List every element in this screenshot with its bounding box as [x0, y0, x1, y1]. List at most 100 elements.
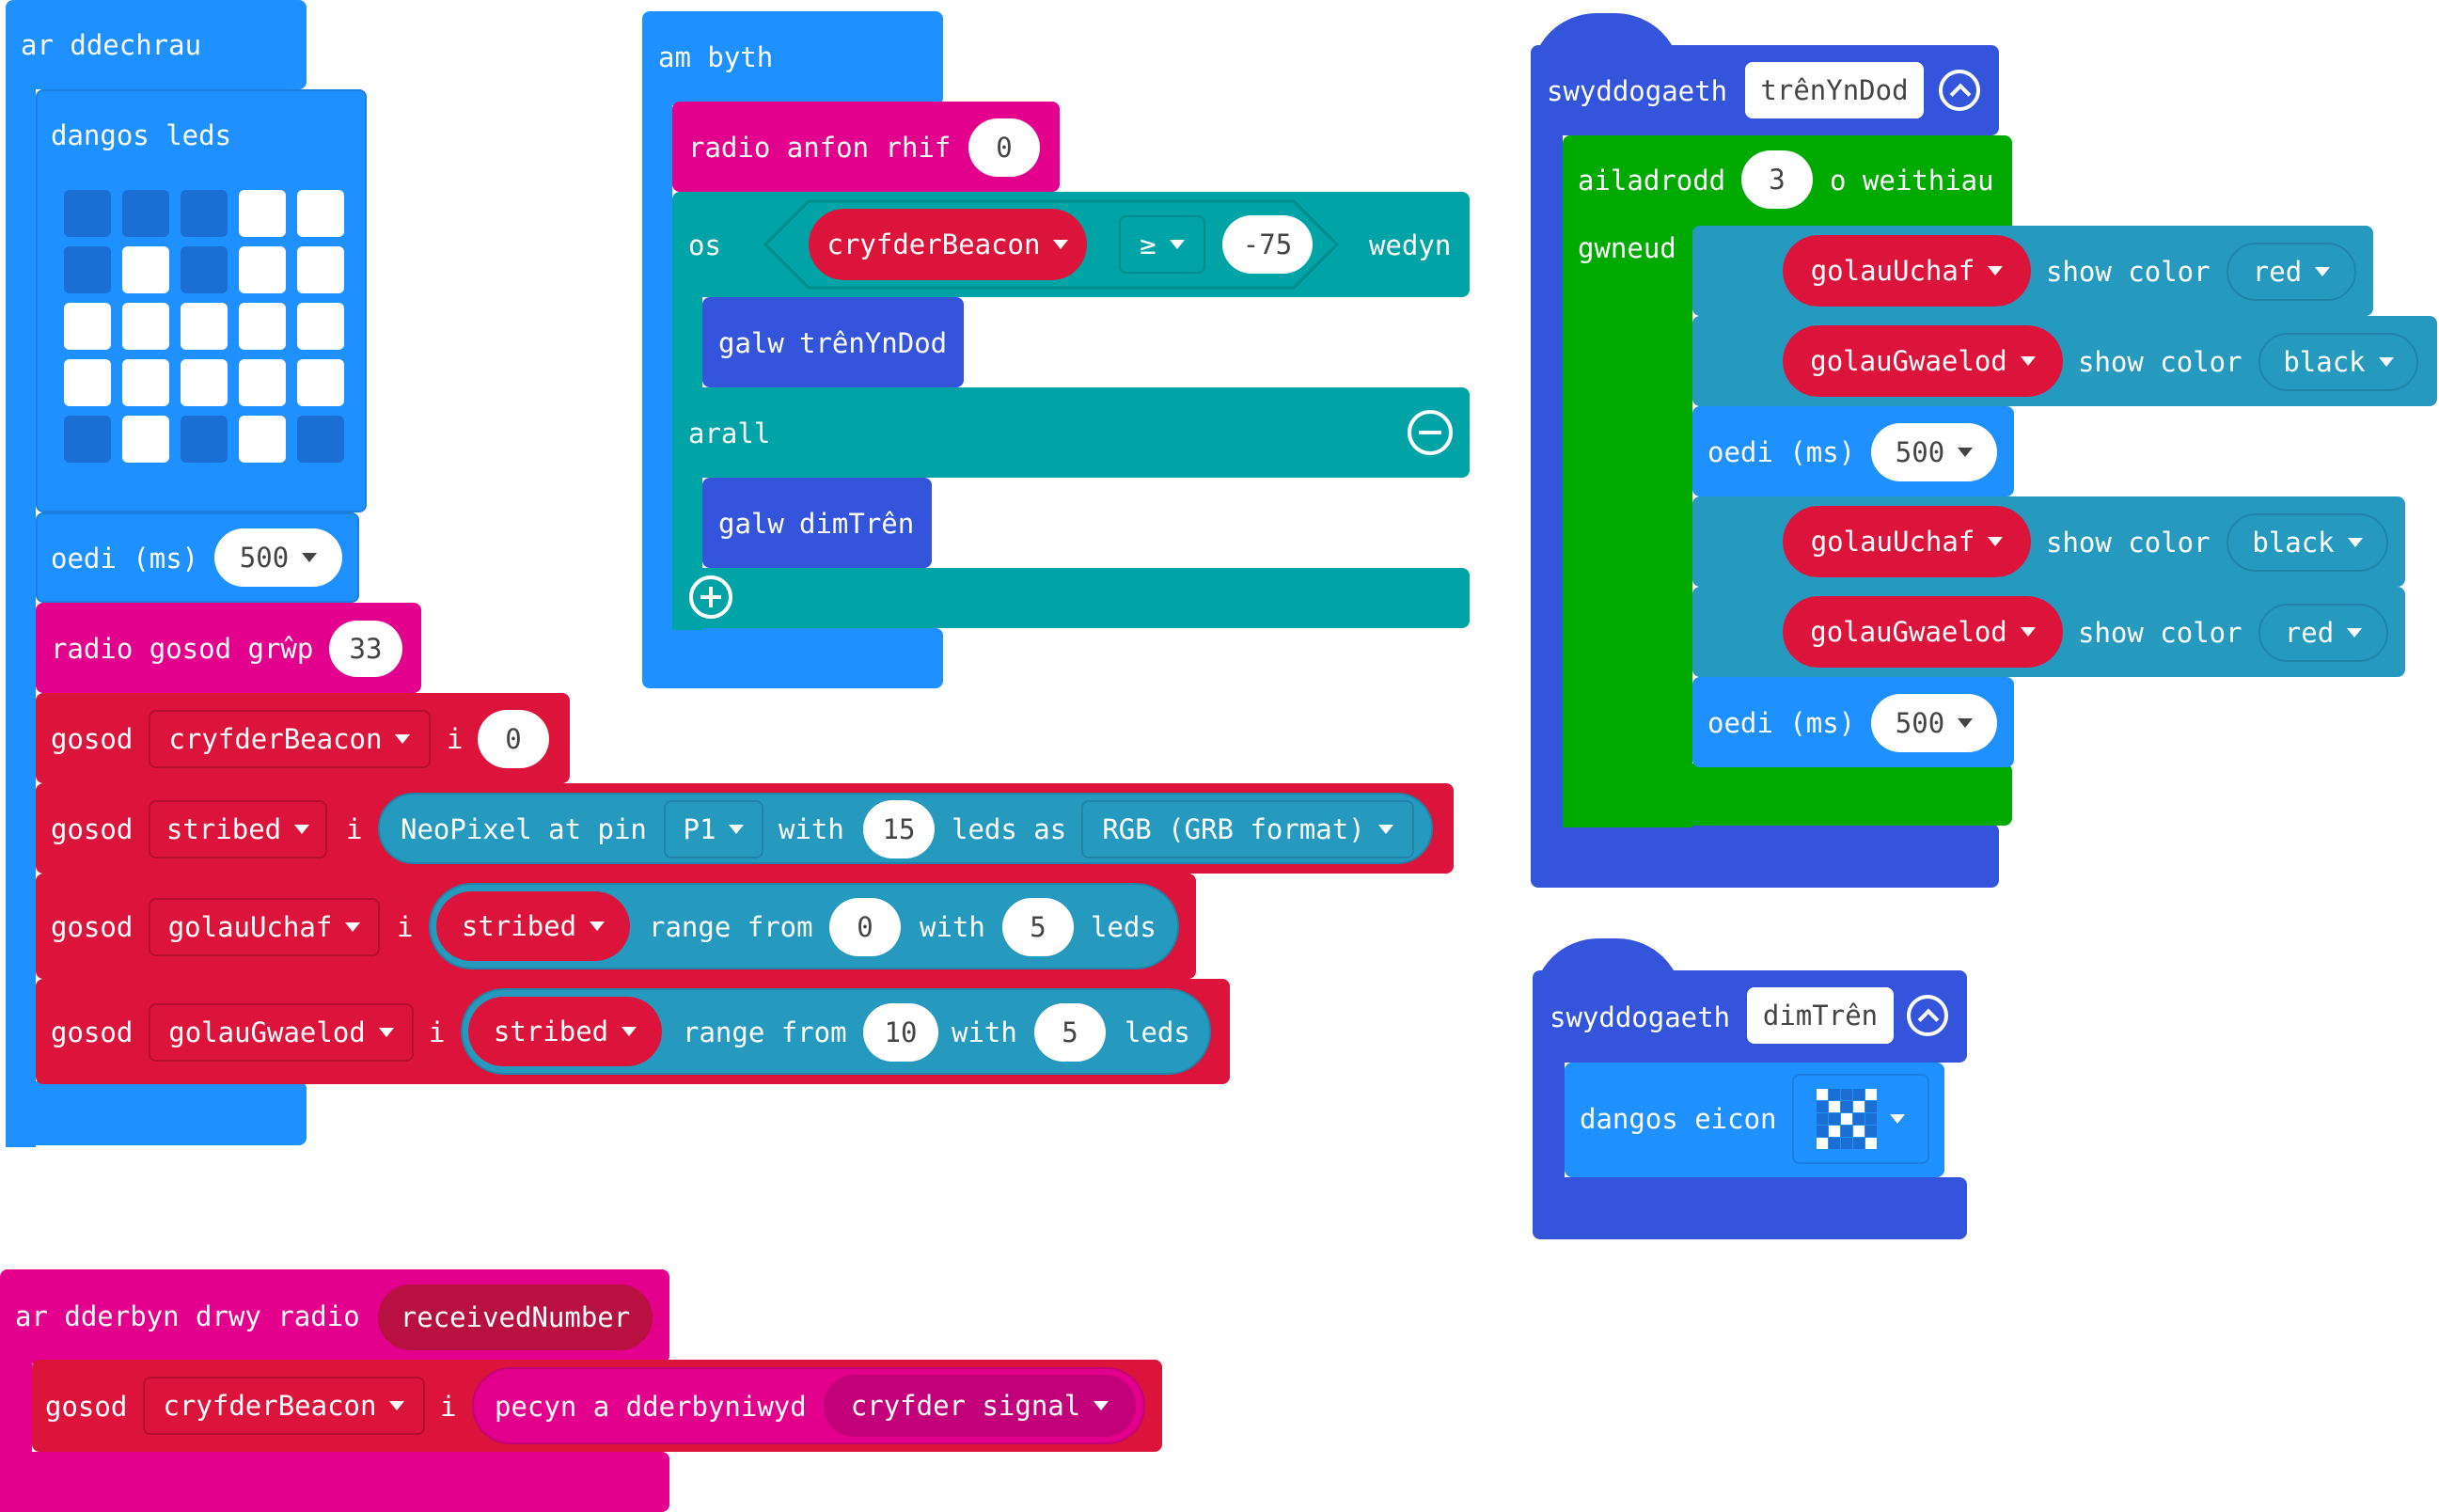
function-label: swyddogaeth: [1547, 75, 1728, 107]
show-icon-block[interactable]: [1565, 1063, 1944, 1177]
led-cell[interactable]: [64, 246, 111, 293]
led-cell[interactable]: [239, 359, 286, 406]
function-name-input[interactable]: trênYnDod: [1745, 62, 1924, 118]
led-cell[interactable]: [239, 246, 286, 293]
strip-variable-dropdown[interactable]: golauGwaelod: [1783, 325, 2063, 397]
received-number-param[interactable]: receivedNumber: [378, 1284, 653, 1350]
on-start-hat[interactable]: [6, 0, 307, 89]
variable-dropdown[interactable]: golauGwaelod: [149, 1003, 414, 1062]
variable-dropdown[interactable]: stribed: [149, 800, 327, 858]
chevron-down-icon: [2347, 628, 2363, 638]
neopixel-label: NeoPixel at pin: [401, 813, 647, 845]
pause-dropdown[interactable]: 500: [214, 528, 342, 587]
packet-field-dropdown[interactable]: cryfder signal: [824, 1375, 1136, 1437]
range-count-input[interactable]: 5: [1002, 898, 1074, 956]
on-start-footer: [6, 1081, 307, 1145]
led-cell[interactable]: [239, 303, 286, 350]
led-cell[interactable]: [297, 359, 344, 406]
variable-dropdown[interactable]: cryfderBeacon: [143, 1377, 425, 1435]
minus-icon[interactable]: [1408, 410, 1453, 455]
forever-label: am byth: [658, 41, 774, 73]
led-cell[interactable]: [122, 246, 169, 293]
forever-hat[interactable]: [642, 11, 943, 105]
format-dropdown[interactable]: RGB (GRB format): [1081, 800, 1414, 858]
led-cell[interactable]: [181, 416, 228, 463]
strip-name: golauGwaelod: [1810, 345, 2007, 377]
function-footer: [1531, 824, 1999, 888]
strip-variable-dropdown[interactable]: golauUchaf: [1783, 235, 2031, 307]
led-cell[interactable]: [181, 246, 228, 293]
led-cell[interactable]: [122, 303, 169, 350]
plus-icon[interactable]: [689, 575, 732, 619]
range-from-label: range from: [683, 1016, 847, 1048]
led-cell[interactable]: [122, 416, 169, 463]
repeat-count-input[interactable]: 3: [1741, 150, 1813, 209]
forever-spine: [642, 94, 672, 658]
strip-name: stribed: [461, 910, 577, 942]
on-start-label: ar ddechrau: [21, 29, 202, 61]
call-block-1[interactable]: [702, 297, 964, 387]
led-cell[interactable]: [64, 303, 111, 350]
collapse-icon[interactable]: [1939, 70, 1980, 111]
led-cell[interactable]: [239, 416, 286, 463]
led-cell[interactable]: [297, 303, 344, 350]
call-function-name: dimTrên: [799, 508, 915, 540]
led-cell[interactable]: [297, 190, 344, 237]
function-spine: [1531, 122, 1563, 874]
call-block-2[interactable]: [702, 478, 932, 568]
pause-label: oedi (ms): [51, 543, 199, 575]
value-text: 0: [505, 723, 522, 755]
pause-dropdown[interactable]: 500: [1871, 423, 1997, 481]
color-dropdown[interactable]: black: [2258, 333, 2418, 391]
function-label: swyddogaeth: [1550, 1001, 1731, 1033]
led-cell[interactable]: [122, 359, 169, 406]
variable-dropdown[interactable]: cryfderBeacon: [149, 710, 431, 768]
led-cell[interactable]: [297, 416, 344, 463]
chevron-down-icon: [729, 825, 745, 834]
to-label: i: [440, 1391, 457, 1423]
color-dropdown[interactable]: red: [2227, 243, 2356, 301]
led-cell[interactable]: [64, 416, 111, 463]
color-dropdown[interactable]: black: [2227, 513, 2388, 572]
chevron-down-icon: [622, 1027, 637, 1036]
range-count-input[interactable]: 5: [1034, 1003, 1106, 1062]
chevron-down-icon: [1988, 537, 2004, 546]
condition-variable[interactable]: cryfderBeacon: [809, 209, 1087, 280]
led-cell[interactable]: [181, 303, 228, 350]
else-row: [672, 387, 1470, 478]
icon-dropdown[interactable]: [1792, 1074, 1929, 1164]
range-from-value: 0: [857, 911, 873, 943]
led-cell[interactable]: [239, 190, 286, 237]
chevron-down-icon: [345, 922, 361, 932]
chevron-down-icon: [2020, 356, 2036, 366]
pin-value: P1: [683, 813, 716, 845]
collapse-icon[interactable]: [1907, 995, 1948, 1036]
strip-variable-dropdown[interactable]: stribed: [468, 997, 662, 1066]
strip-variable-dropdown[interactable]: golauGwaelod: [1783, 596, 2063, 668]
led-cell[interactable]: [122, 190, 169, 237]
led-cell[interactable]: [64, 359, 111, 406]
range-from-input[interactable]: 0: [829, 898, 901, 956]
function-name-input[interactable]: dimTrên: [1747, 987, 1894, 1044]
led-cell[interactable]: [297, 246, 344, 293]
led-cell[interactable]: [181, 190, 228, 237]
strip-variable-dropdown[interactable]: stribed: [436, 891, 630, 961]
set-label: gosod: [45, 1391, 128, 1423]
condition-value-input[interactable]: -75: [1222, 215, 1313, 274]
color-dropdown[interactable]: red: [2258, 604, 2388, 662]
led-cell[interactable]: [181, 359, 228, 406]
variable-dropdown[interactable]: golauUchaf: [149, 898, 380, 956]
radio-group-input[interactable]: 33: [329, 621, 402, 677]
value-input[interactable]: 0: [478, 710, 549, 768]
pin-dropdown[interactable]: P1: [664, 800, 763, 858]
function-name: trênYnDod: [1760, 74, 1909, 106]
operator-dropdown[interactable]: ≥: [1119, 215, 1205, 274]
radio-send-input[interactable]: 0: [968, 118, 1040, 177]
range-from-input[interactable]: 10: [863, 1003, 938, 1062]
led-count-input[interactable]: 15: [863, 800, 935, 858]
pause-value: 500: [239, 542, 290, 574]
strip-variable-dropdown[interactable]: golauUchaf: [1783, 506, 2031, 577]
chevron-down-icon: [395, 734, 411, 744]
led-cell[interactable]: [64, 190, 111, 237]
pause-dropdown[interactable]: 500: [1871, 694, 1997, 752]
